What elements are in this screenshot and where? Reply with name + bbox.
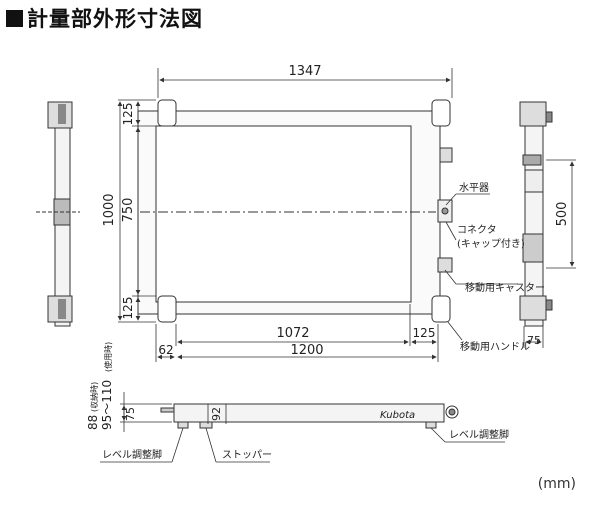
dim-125-bottom: 125 bbox=[121, 297, 135, 320]
label-level-foot-left: レベル調整脚 bbox=[102, 448, 162, 461]
page-title: 計量部外形寸法図 bbox=[6, 3, 203, 33]
label-level: 水平器 bbox=[459, 182, 489, 194]
dim-bottom bbox=[155, 304, 439, 362]
dim-125-top: 125 bbox=[121, 103, 135, 126]
dim-88-note: (収納時) bbox=[89, 382, 99, 412]
label-caster: 移動用キャスター bbox=[465, 281, 545, 294]
dim-500: 500 bbox=[555, 202, 570, 227]
dim-1072: 1072 bbox=[276, 326, 309, 341]
dim-62: 62 bbox=[158, 343, 173, 357]
dim-125-right: 125 bbox=[413, 326, 436, 340]
label-connector: コネクタ bbox=[457, 224, 497, 236]
dim-95-110: 95～110 bbox=[100, 380, 114, 430]
right-side-view bbox=[519, 101, 553, 327]
dim-1000: 1000 bbox=[102, 193, 117, 226]
left-side-view bbox=[36, 101, 80, 327]
dim-front bbox=[120, 392, 227, 432]
dim-75-front: 75 bbox=[124, 407, 137, 421]
page-title-text: 計量部外形寸法図 bbox=[27, 7, 203, 31]
dim-95-110-note: (使用時) bbox=[103, 342, 113, 372]
dim-92: 92 bbox=[210, 407, 223, 421]
label-level-foot-right: レベル調整脚 bbox=[449, 428, 509, 441]
label-stopper: ストッパー bbox=[222, 449, 272, 461]
dim-1200: 1200 bbox=[290, 343, 323, 358]
dim-750: 750 bbox=[121, 198, 136, 223]
dim-overall-width bbox=[157, 68, 453, 98]
callouts bbox=[444, 193, 518, 341]
front-view bbox=[160, 403, 459, 429]
plan-view bbox=[137, 99, 453, 323]
front-callouts bbox=[100, 427, 505, 463]
dim-1347: 1347 bbox=[288, 64, 321, 79]
unit-label: (mm) bbox=[537, 476, 576, 492]
dim-left-vertical bbox=[117, 99, 156, 323]
square-bullet-icon bbox=[6, 10, 23, 27]
dim-75-side: 75 bbox=[527, 334, 541, 347]
label-handle: 移動用ハンドル bbox=[460, 340, 530, 353]
dim-right-side bbox=[523, 159, 576, 348]
dim-88: 88 bbox=[86, 415, 100, 430]
brand-logo: Kubota bbox=[380, 410, 415, 421]
label-connector-cap: (キャップ付き) bbox=[457, 237, 525, 250]
